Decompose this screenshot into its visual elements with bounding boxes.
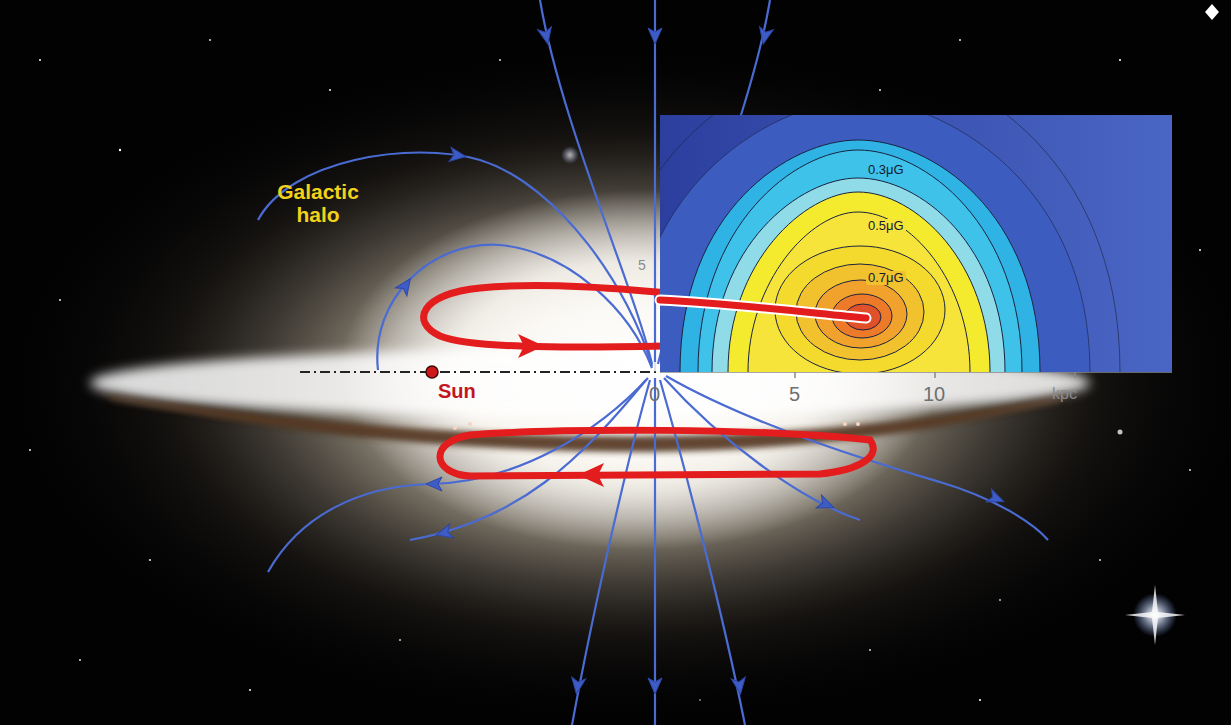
magnetic-field-lines <box>258 0 1048 725</box>
axis-number: 0 <box>649 383 660 405</box>
contour-value: 0.7μG <box>866 271 906 285</box>
red-dots <box>453 422 860 430</box>
galaxy-glow <box>0 40 1231 725</box>
axis-number: 10 <box>923 383 945 405</box>
star <box>1205 4 1219 20</box>
contour-value: 0.5μG <box>866 219 906 233</box>
region-label: Galactic halo <box>272 180 364 226</box>
field-strength-inset <box>600 60 1172 374</box>
disk-rotation-arrows <box>424 286 874 476</box>
axis-number: 5 <box>789 383 800 405</box>
rotation-arrowheads <box>518 334 604 487</box>
contour-value: 0.3μG <box>866 163 906 177</box>
dust-lane-edge <box>110 398 1060 444</box>
sun-label: Sun <box>438 380 476 402</box>
galactic-plane-axis <box>300 371 660 373</box>
sun-marker <box>426 366 438 378</box>
axis-ticks <box>660 372 1172 378</box>
axis-number: 5 <box>638 258 646 273</box>
axis-unit: kpc <box>1052 385 1077 403</box>
